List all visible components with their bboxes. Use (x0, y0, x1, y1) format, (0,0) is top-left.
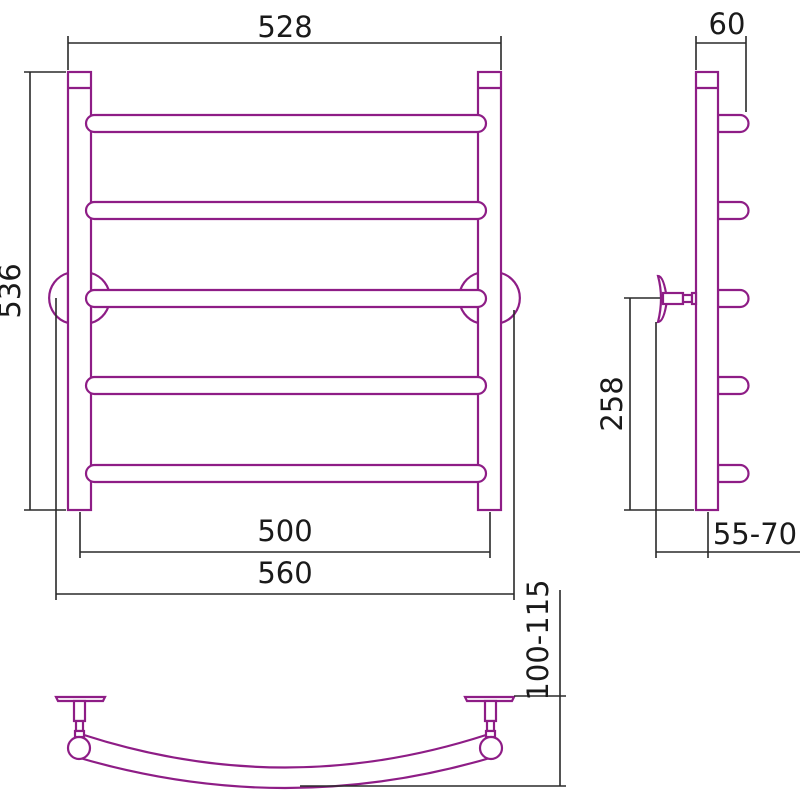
crossbars (84, 113, 488, 484)
dimension-label: 536 (0, 263, 27, 318)
curved-rail (78, 733, 492, 790)
dimension-536: 536 (0, 71, 66, 511)
dimension-500: 500 (79, 512, 491, 558)
bottom-view: 100-115 (54, 579, 566, 790)
crossbar (84, 200, 488, 221)
crossbar (84, 113, 488, 134)
dimension-528: 528 (67, 10, 502, 70)
dimension-label: 258 (595, 376, 629, 431)
left-post (66, 70, 93, 512)
crossbar (84, 375, 488, 396)
left-bracket (54, 695, 107, 761)
dimension-100-115: 100-115 (300, 579, 566, 787)
dimension-label: 55-70 (713, 517, 797, 551)
dimension-label: 528 (257, 10, 312, 44)
right-bracket (463, 695, 516, 761)
crossbar (84, 288, 488, 309)
side-view: 60 258 55-70 (595, 7, 800, 558)
side-post (694, 70, 720, 512)
dimension-55-70: 55-70 (655, 322, 800, 558)
dimension-label: 500 (257, 514, 312, 548)
side-bar-stubs (716, 113, 750, 484)
dimension-label: 60 (709, 7, 746, 41)
dimension-label: 100-115 (521, 579, 555, 700)
front-view: 528 536 500 560 (0, 10, 521, 600)
dimension-label: 560 (257, 556, 312, 590)
side-wall-mount (656, 274, 698, 324)
dimension-560: 560 (55, 298, 515, 600)
dimension-60: 60 (695, 7, 747, 112)
crossbar (84, 463, 488, 484)
dimension-258: 258 (595, 297, 694, 511)
